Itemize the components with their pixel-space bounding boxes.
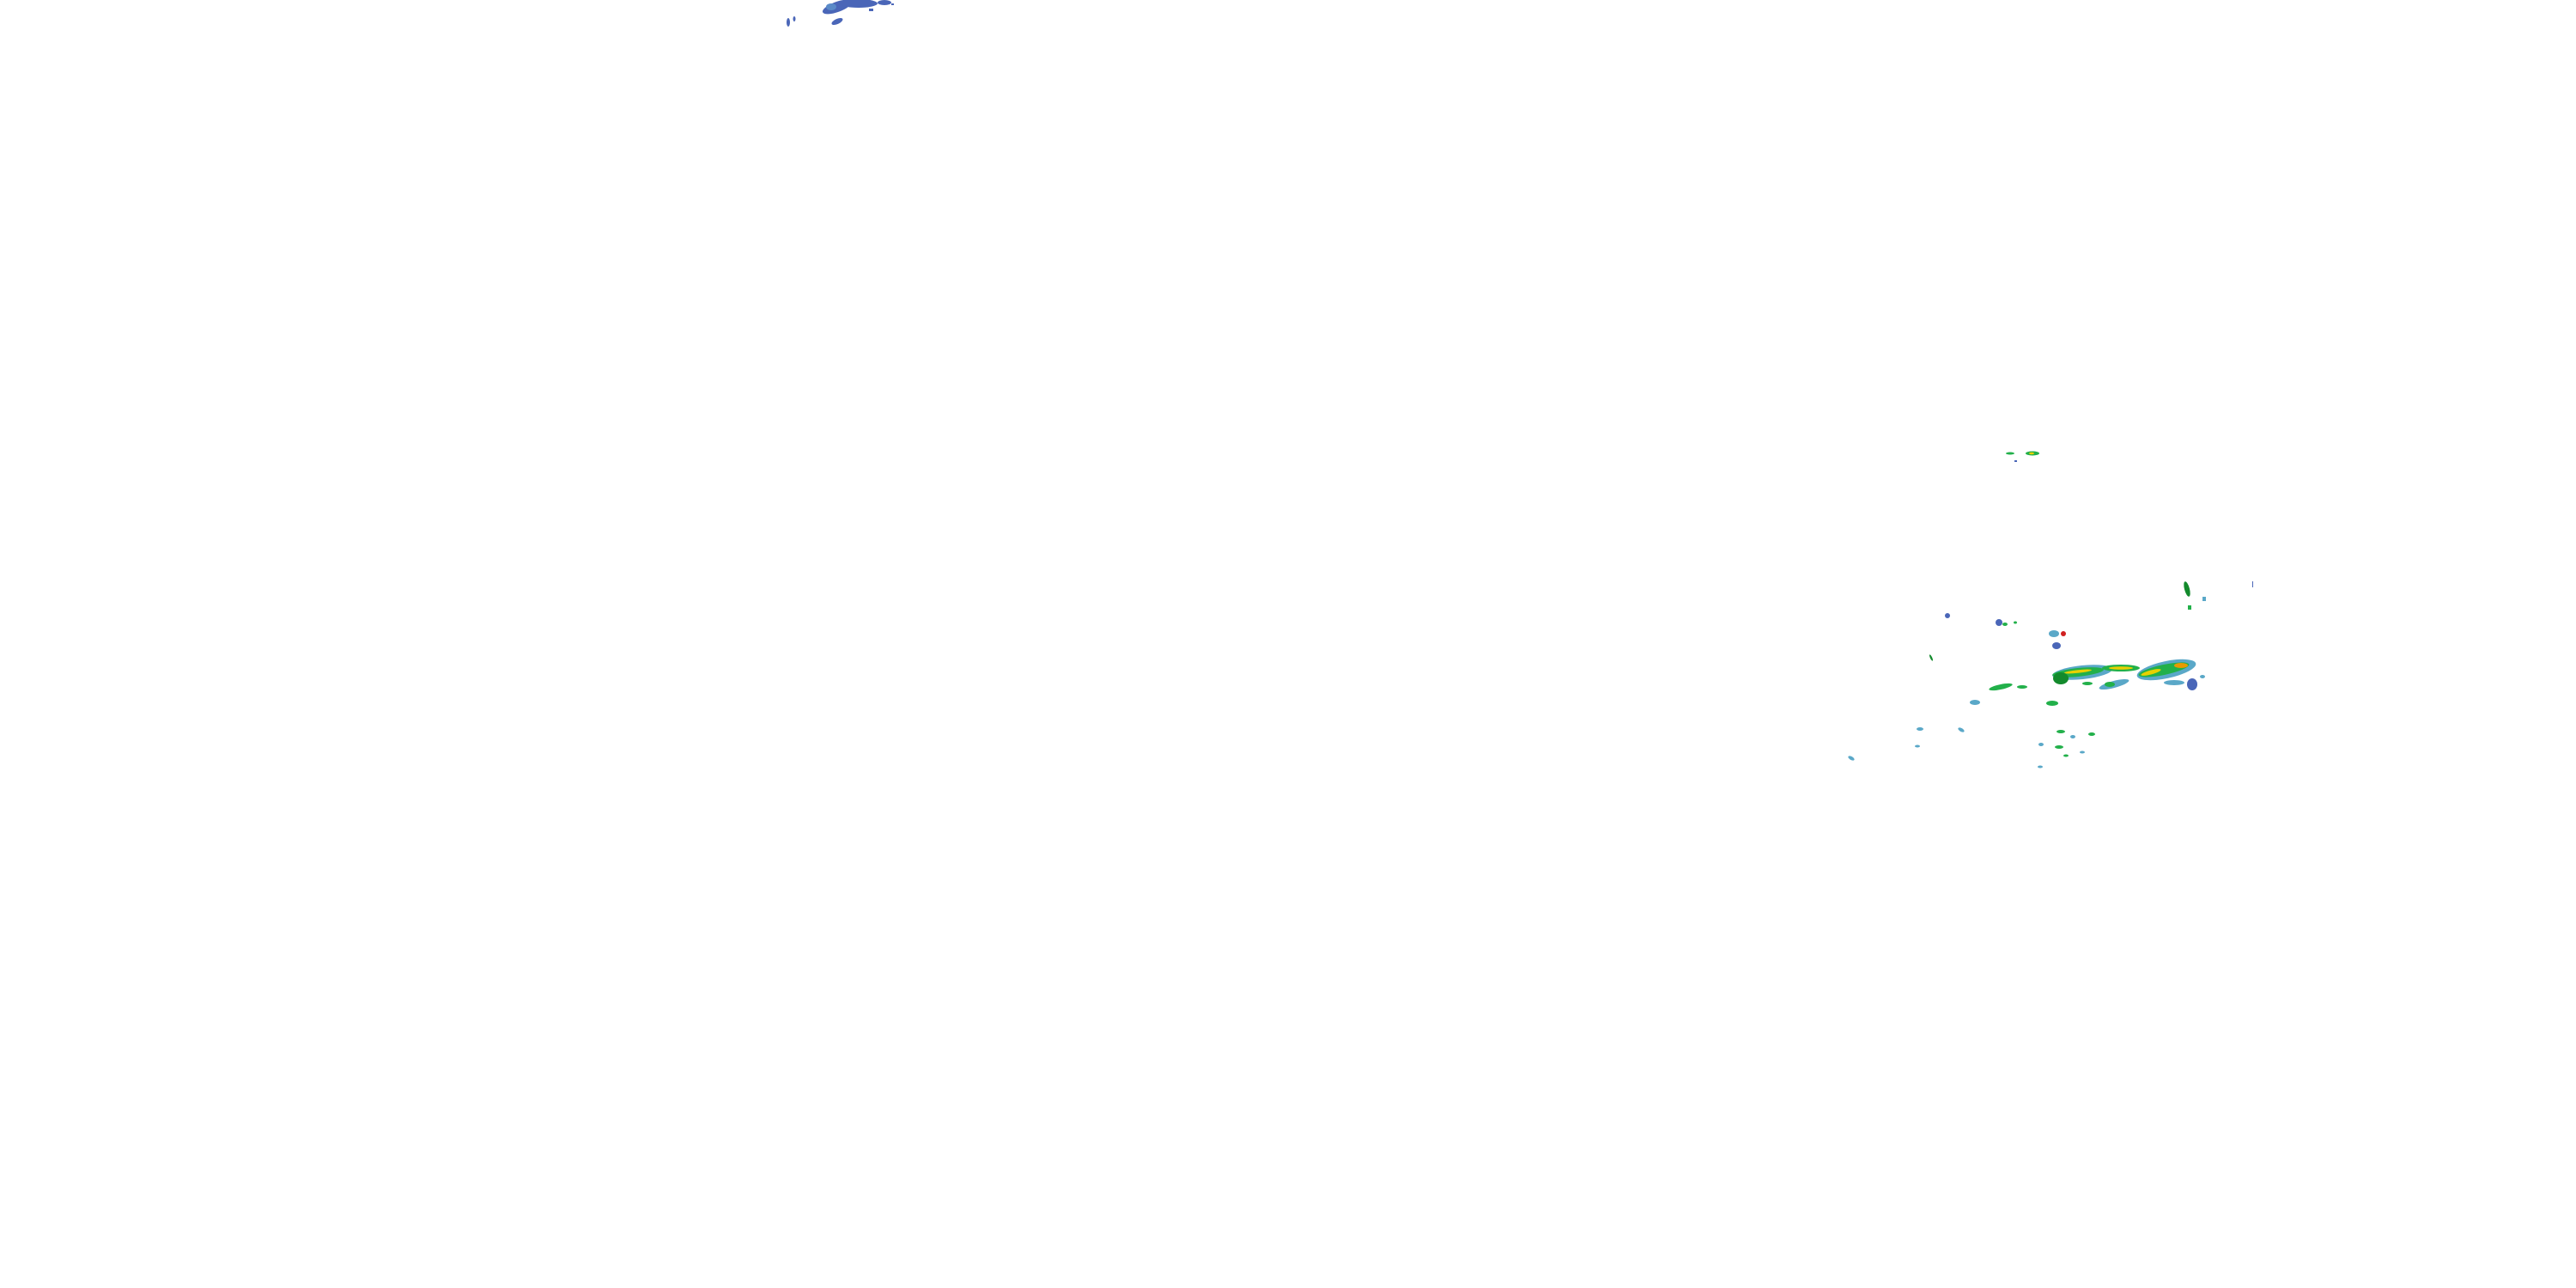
echo-blob [1958,727,1965,732]
echo-blob [2164,680,2184,685]
echo-blob [1917,727,1923,731]
echo-blob [2046,701,2058,706]
echo-blob [2202,597,2206,601]
echo-blob [2109,666,2133,670]
echo-blob [891,3,894,5]
echo-blob [2188,605,2191,610]
echo-blob [2252,581,2253,587]
echo-blob [793,16,796,21]
echo-blob [2064,669,2092,674]
echo-blob [2014,460,2017,462]
echo-blob [1989,683,2013,691]
echo-blob [878,0,891,5]
echo-blob [869,9,873,11]
echo-blob [2070,735,2075,738]
echo-cell-intense [2061,631,2066,636]
echo-streak [2184,581,2190,597]
echo-blob [1996,619,2002,626]
echo-blob [2080,750,2085,754]
echo-blob [2082,682,2093,685]
echo-blob [2088,732,2095,736]
echo-blob [2017,685,2027,689]
echo-blob [2029,452,2034,455]
echo-cluster-northwest [787,0,894,27]
echo-blob [2141,669,2161,676]
echo-blob [2057,730,2065,733]
echo-blob [2055,745,2063,749]
echo-blob [2049,630,2059,637]
echo-blob [840,0,878,8]
echo-blob [2052,642,2061,649]
echo-blob [2063,754,2069,757]
echo-blob [2002,623,2008,626]
echo-blob [826,3,836,10]
echo-blob [831,17,843,26]
echo-cluster-east [1848,451,2253,769]
echo-blob [2174,663,2188,668]
echo-blob [2053,672,2069,684]
echo-blob [2038,765,2043,769]
squall-line [2052,659,2197,690]
echo-blob [1945,613,1950,618]
echo-blob [1970,700,1980,705]
echo-blob [2014,621,2017,624]
echo-blob [2200,675,2205,678]
echo-blob [2187,678,2197,690]
echo-blob [1915,744,1920,748]
echo-blob [787,18,790,27]
echo-blob [2006,452,2014,455]
echo-blob [1848,756,1855,761]
echo-blob [2038,743,2044,746]
echo-blob [1929,654,1934,661]
echo-blob [2105,682,2115,687]
